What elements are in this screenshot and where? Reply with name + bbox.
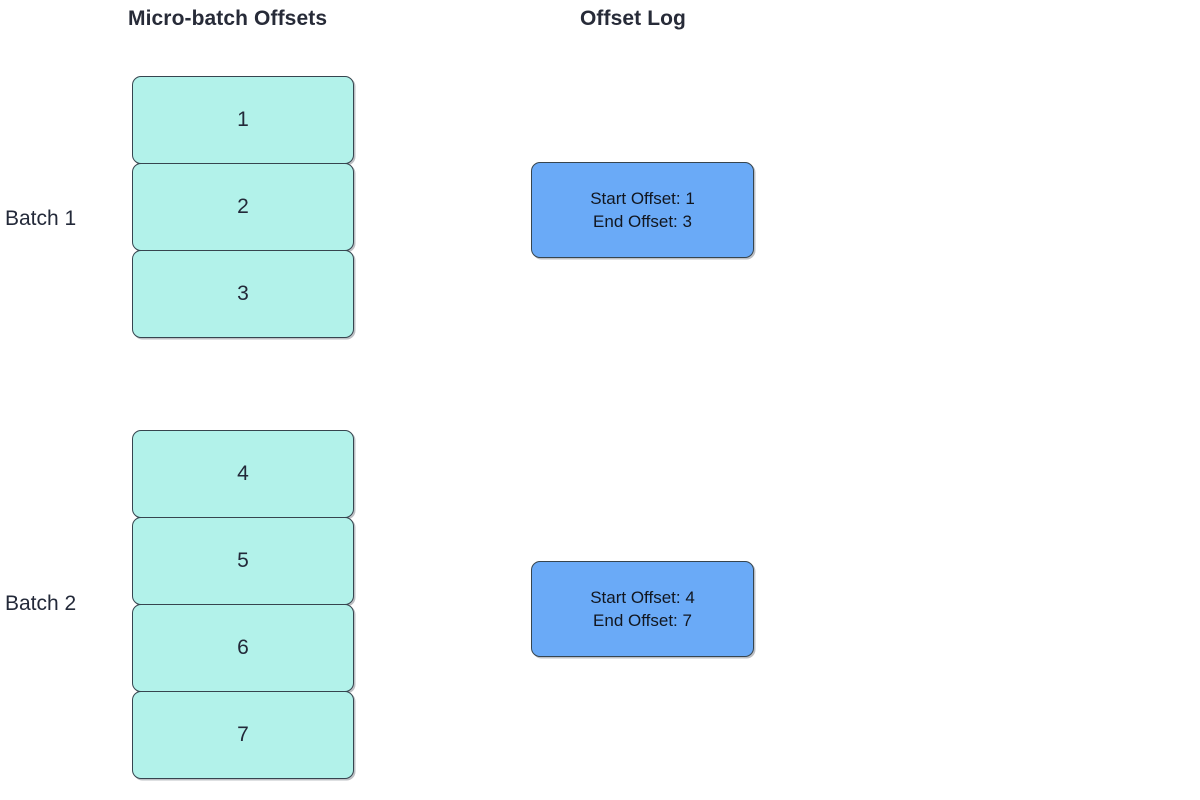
log-start-offset: Start Offset: 1 (590, 189, 695, 208)
offset-cell[interactable]: 6 (132, 604, 354, 692)
column-heading-offset-log: Offset Log (580, 7, 686, 30)
offset-stack-batch-1: 1 2 3 (132, 76, 354, 338)
log-start-offset: Start Offset: 4 (590, 588, 695, 607)
offset-log-box-batch-1[interactable]: Start Offset: 1 End Offset: 3 (531, 162, 754, 258)
log-end-offset: End Offset: 7 (593, 611, 692, 630)
offset-log-box-batch-2[interactable]: Start Offset: 4 End Offset: 7 (531, 561, 754, 657)
offset-cell[interactable]: 2 (132, 163, 354, 251)
log-end-offset: End Offset: 3 (593, 212, 692, 231)
offset-cell[interactable]: 5 (132, 517, 354, 605)
offset-stack-batch-2: 4 5 6 7 (132, 430, 354, 779)
offset-cell[interactable]: 7 (132, 691, 354, 779)
batch-label-2: Batch 2 (5, 592, 77, 615)
offset-cell[interactable]: 3 (132, 250, 354, 338)
offset-cell[interactable]: 1 (132, 76, 354, 164)
offset-cell[interactable]: 4 (132, 430, 354, 518)
column-heading-microbatch-offsets: Micro-batch Offsets (128, 7, 328, 30)
batch-label-1: Batch 1 (5, 207, 77, 230)
